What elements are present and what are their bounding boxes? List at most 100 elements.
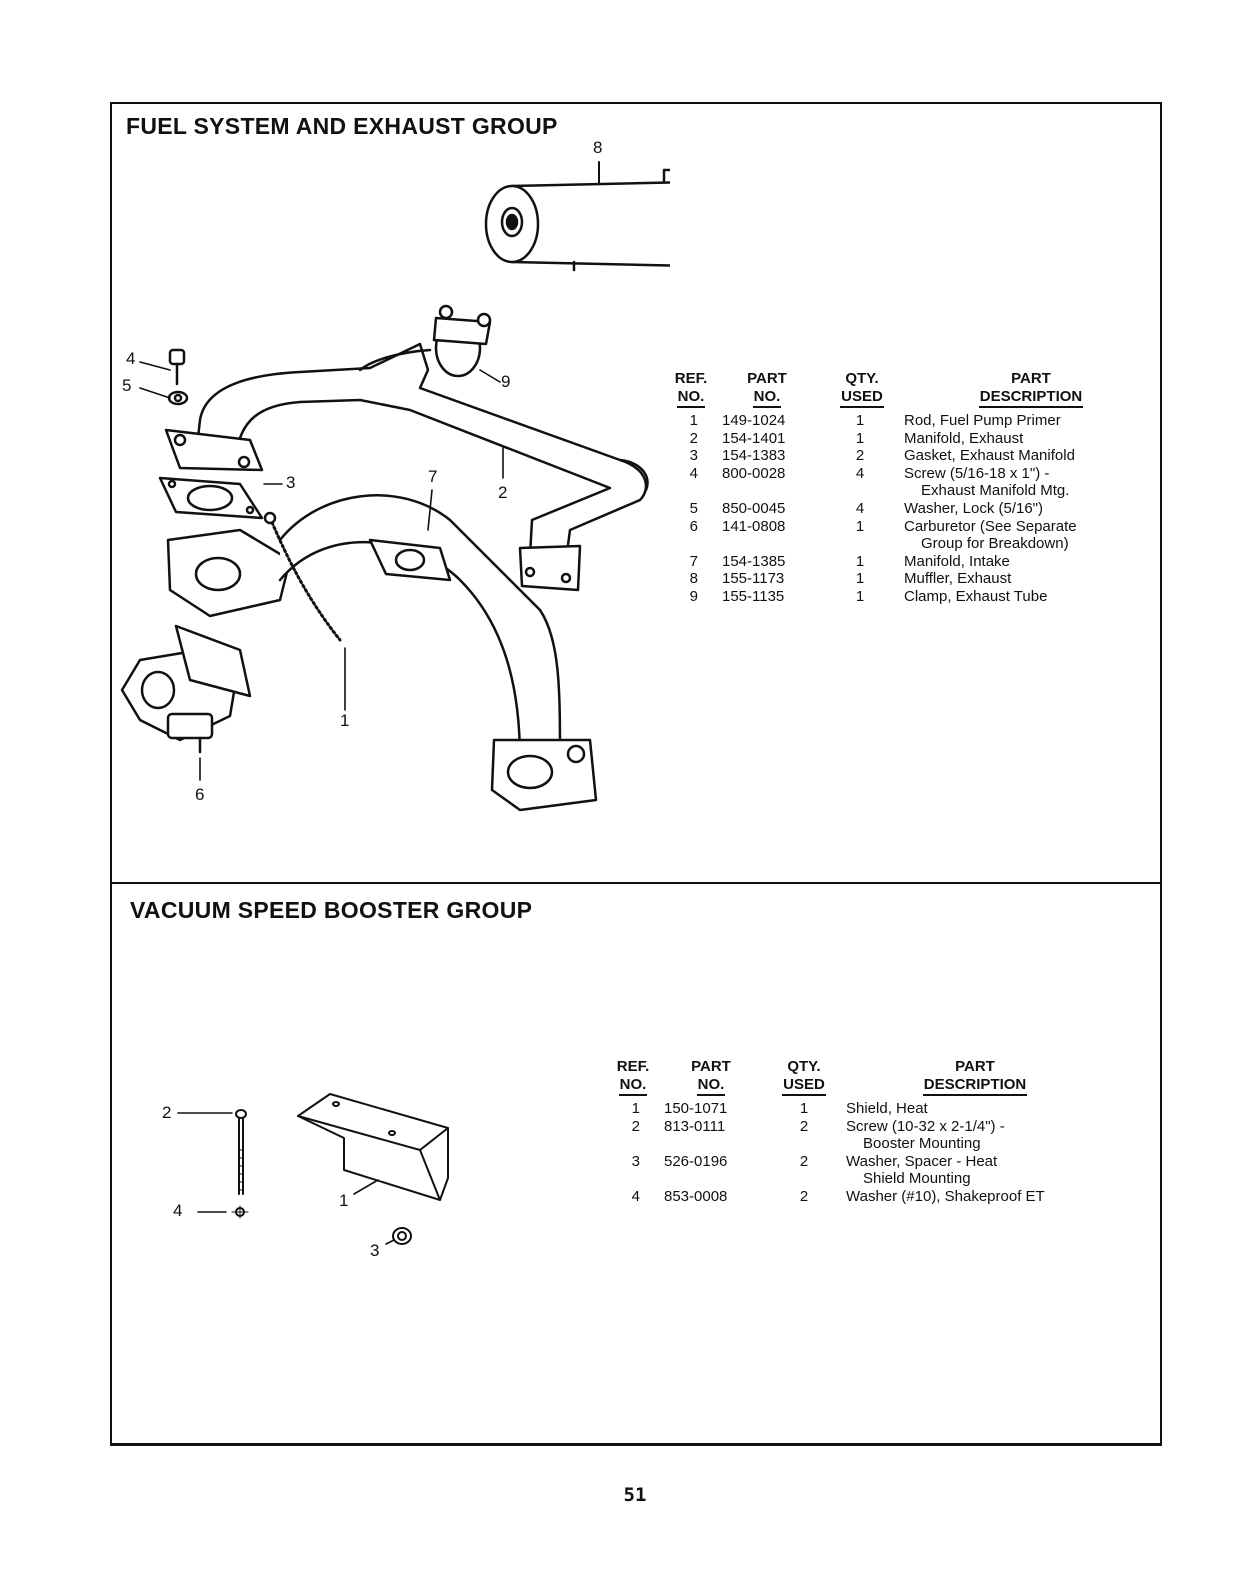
qty-used-cell: 1 <box>855 517 865 535</box>
part-no-cell: 141-0808 <box>722 517 786 535</box>
col-header-ref: REF.NO. <box>668 370 714 408</box>
description-cell: Clamp, Exhaust Tube <box>904 588 1048 605</box>
ref-no-cell: 4 <box>631 1188 640 1205</box>
ref-no-cell: 1 <box>631 1100 640 1117</box>
part-no-cell: 154-1385 <box>722 552 786 570</box>
part-no-cell: 853-0008 <box>664 1188 728 1205</box>
description-cell: Manifold, Intake <box>904 552 1010 570</box>
heat-shield-drawing <box>297 1093 449 1201</box>
description-cell: Washer (#10), Shakeproof ET <box>846 1188 1045 1205</box>
part-no-cell: 150-1071 <box>664 1100 728 1117</box>
leader-lines <box>139 361 504 781</box>
qty-used-cell: 1 <box>799 1100 809 1117</box>
fuel-callout-4: 4 <box>126 349 136 368</box>
ref-no-cell: 6 <box>689 517 698 535</box>
description-continuation: Shield Mounting <box>863 1170 971 1188</box>
vacuum-callout-4: 4 <box>173 1201 183 1220</box>
description-cell: Screw (5/16-18 x 1") -Exhaust Manifold M… <box>904 464 1070 500</box>
col-header-qty: QTY.USED <box>776 1058 832 1096</box>
ref-no-cell: 8 <box>689 570 698 588</box>
part-no-cell: 154-1383 <box>722 447 786 465</box>
description-cell: Rod, Fuel Pump Primer <box>904 412 1061 429</box>
col-header-qty: QTY.USED <box>834 370 890 408</box>
ref-no-cell: 2 <box>631 1117 640 1135</box>
page-frame <box>110 102 1162 1446</box>
fuel-exhaust-exploded-diagram <box>120 161 670 812</box>
col-header-ref: REF.NO. <box>610 1058 656 1096</box>
qty-used-cell: 4 <box>855 464 865 482</box>
intake-manifold-drawing <box>166 494 598 812</box>
description-cell: Manifold, Exhaust <box>904 429 1024 447</box>
exhaust-manifold-drawing <box>164 342 649 592</box>
qty-used-cell: 1 <box>855 552 865 570</box>
part-no-cell: 149-1024 <box>722 412 786 429</box>
part-no-cell: 800-0028 <box>722 464 786 482</box>
qty-used-cell: 1 <box>855 429 865 447</box>
qty-used-cell: 1 <box>855 412 865 429</box>
fuel-callout-9: 9 <box>501 372 511 391</box>
vacuum-leader-lines <box>177 1112 395 1245</box>
page-number: 51 <box>623 1484 647 1506</box>
qty-used-cell: 2 <box>799 1188 809 1205</box>
ref-no-cell: 7 <box>689 552 698 570</box>
vacuum-callout-3: 3 <box>370 1241 380 1260</box>
qty-used-cell: 4 <box>855 500 865 517</box>
exhaust-clamp-drawing <box>432 304 492 378</box>
part-no-cell: 154-1401 <box>722 429 786 447</box>
description-continuation: Exhaust Manifold Mtg. <box>921 482 1070 500</box>
qty-used-cell: 1 <box>855 570 865 588</box>
fuel-callout-6: 6 <box>195 785 205 804</box>
vacuum-section-title: VACUUM SPEED BOOSTER GROUP <box>130 897 533 923</box>
vacuum-callout-2: 2 <box>162 1103 172 1122</box>
description-continuation: Group for Breakdown) <box>921 535 1069 553</box>
muffler-drawing <box>484 161 670 272</box>
fuel-callout-5: 5 <box>122 376 132 395</box>
fuel-section-title: FUEL SYSTEM AND EXHAUST GROUP <box>126 113 558 139</box>
ref-no-cell: 5 <box>689 500 698 517</box>
fuel-callout-3: 3 <box>286 473 296 492</box>
qty-used-cell: 1 <box>855 588 865 605</box>
description-cell: Washer, Lock (5/16") <box>904 500 1043 517</box>
description-cell: Muffler, Exhaust <box>904 570 1012 588</box>
ref-no-cell: 9 <box>689 588 698 605</box>
part-no-cell: 155-1173 <box>722 570 785 588</box>
vacuum-callout-1: 1 <box>339 1191 349 1210</box>
fuel-callout-8: 8 <box>593 138 603 157</box>
ref-no-cell: 3 <box>689 447 698 465</box>
ref-no-cell: 2 <box>689 429 698 447</box>
spacer-washer-drawing <box>392 1227 412 1245</box>
ref-no-cell: 3 <box>631 1152 640 1170</box>
qty-used-cell: 2 <box>855 447 865 465</box>
fuel-callout-7: 7 <box>428 467 438 486</box>
vacuum-booster-diagram <box>177 1093 449 1245</box>
screw-and-washer-drawing <box>167 348 189 406</box>
description-cell: Screw (10-32 x 2-1/4") -Booster Mounting <box>846 1117 1005 1153</box>
fuel-callout-2: 2 <box>498 483 508 502</box>
shakeproof-washer-drawing <box>231 1205 249 1219</box>
description-cell: Gasket, Exhaust Manifold <box>904 447 1075 465</box>
part-no-cell: 813-0111 <box>664 1117 726 1135</box>
booster-screw-drawing <box>235 1109 247 1195</box>
primer-rod-drawing <box>268 516 342 642</box>
gasket-drawing <box>158 476 264 520</box>
part-no-cell: 155-1135 <box>722 588 785 605</box>
ref-no-cell: 1 <box>689 412 698 429</box>
description-continuation: Booster Mounting <box>863 1135 981 1153</box>
description-cell: Shield, Heat <box>846 1100 928 1117</box>
fuel-callout-1: 1 <box>340 711 350 730</box>
part-no-cell: 526-0196 <box>664 1152 728 1170</box>
carburetor-drawing <box>120 624 252 754</box>
section-divider <box>110 882 1162 884</box>
part-no-cell: 850-0045 <box>722 500 786 517</box>
ref-no-cell: 4 <box>689 464 698 482</box>
qty-used-cell: 2 <box>799 1117 809 1135</box>
qty-used-cell: 2 <box>799 1152 809 1170</box>
